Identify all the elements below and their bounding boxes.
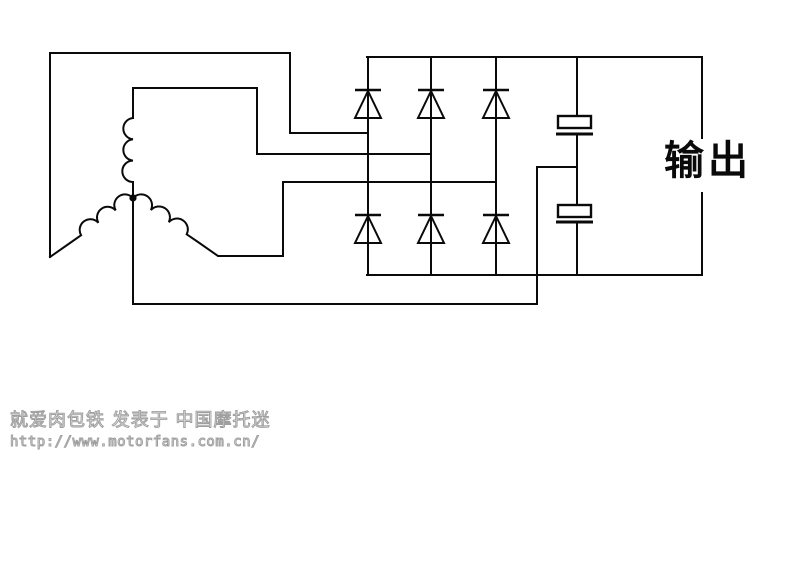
- capacitor-positive-plate: [556, 114, 593, 130]
- capacitor-2: [556, 203, 593, 224]
- diode-triangle: [416, 88, 446, 119]
- diode-triangle: [353, 213, 383, 244]
- diode-triangle: [481, 213, 511, 244]
- output-label: 输出: [664, 138, 752, 184]
- wire-outer-left-loop: [49, 52, 369, 258]
- diode-top-3: [481, 88, 511, 119]
- wire-inner-loop: [132, 87, 432, 155]
- filter-capacitors: [556, 56, 593, 276]
- watermark-author-line: 就爱肉包铁 发表于 中国摩托迷: [10, 410, 270, 431]
- capacitor-positive-plate: [556, 203, 593, 219]
- phase-winding-left: [48, 193, 135, 259]
- phase-winding-right: [131, 181, 497, 257]
- wire-neutral-center-tap: [132, 166, 578, 305]
- diode-bottom-1: [353, 213, 383, 244]
- diode-top-2: [416, 88, 446, 119]
- rectifier-bridge: [353, 56, 703, 276]
- diode-top-1: [353, 88, 383, 119]
- diode-bottom-2: [416, 213, 446, 244]
- watermark-url-line: http://www.motorfans.com.cn/: [10, 434, 260, 450]
- stator-winding-group: [48, 52, 578, 305]
- diode-triangle: [416, 213, 446, 244]
- diode-triangle: [353, 88, 383, 119]
- output-branch: 输出: [664, 56, 752, 276]
- star-point-junction-dot: [129, 194, 137, 202]
- diode-bottom-3: [481, 213, 511, 244]
- phase-winding-vertical: [121, 116, 135, 197]
- diode-triangle: [481, 88, 511, 119]
- capacitor-1: [556, 114, 593, 136]
- watermark: 就爱肉包铁 发表于 中国摩托迷 http://www.motorfans.com…: [10, 410, 270, 451]
